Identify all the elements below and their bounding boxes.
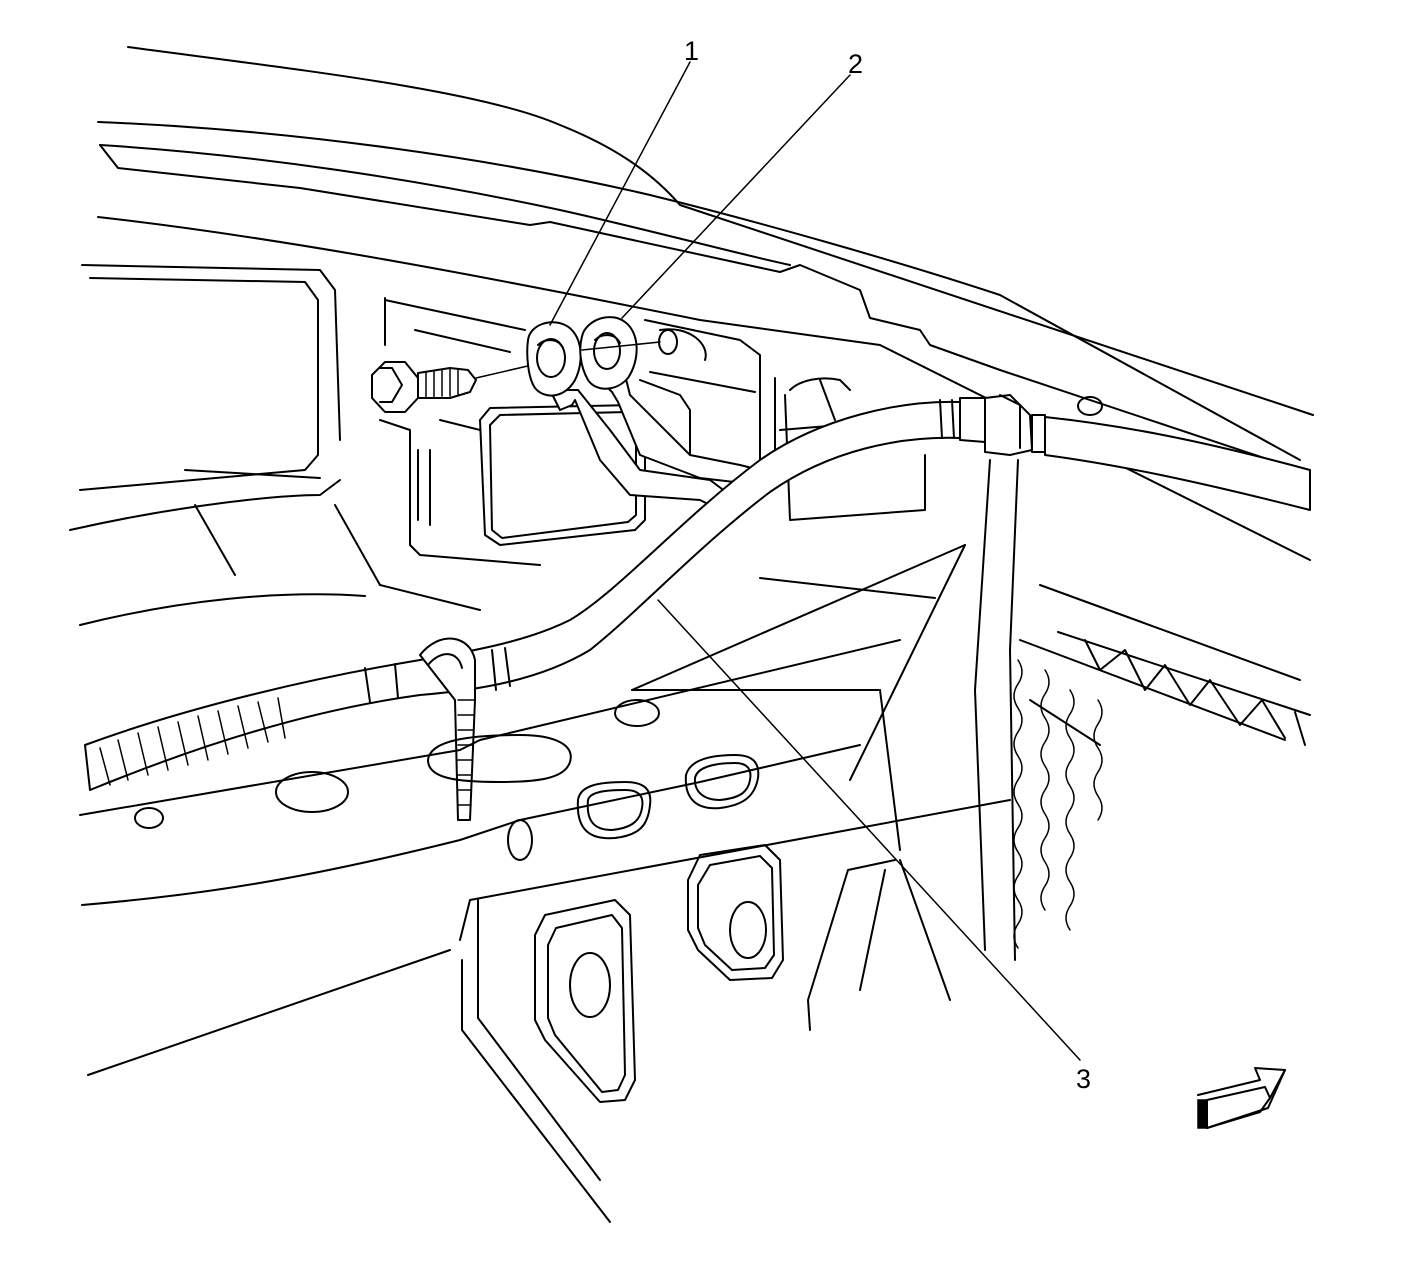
upper-body-panels — [69, 46, 1314, 626]
callout-labels: 1 2 3 — [684, 36, 1091, 1094]
ground-bolt — [371, 361, 546, 413]
insulation-pattern — [1013, 659, 1103, 949]
forward-direction-arrow-icon — [1197, 1067, 1286, 1129]
callout-3: 3 — [1076, 1064, 1091, 1094]
callout-2: 2 — [848, 49, 863, 79]
callout-leaders — [549, 61, 1081, 1061]
lower-body-panels — [79, 459, 1311, 1223]
ring-terminal-1 — [526, 321, 731, 511]
callout-1: 1 — [684, 36, 699, 66]
wiring-harness — [84, 394, 1311, 821]
panel-holes — [134, 396, 1103, 1103]
